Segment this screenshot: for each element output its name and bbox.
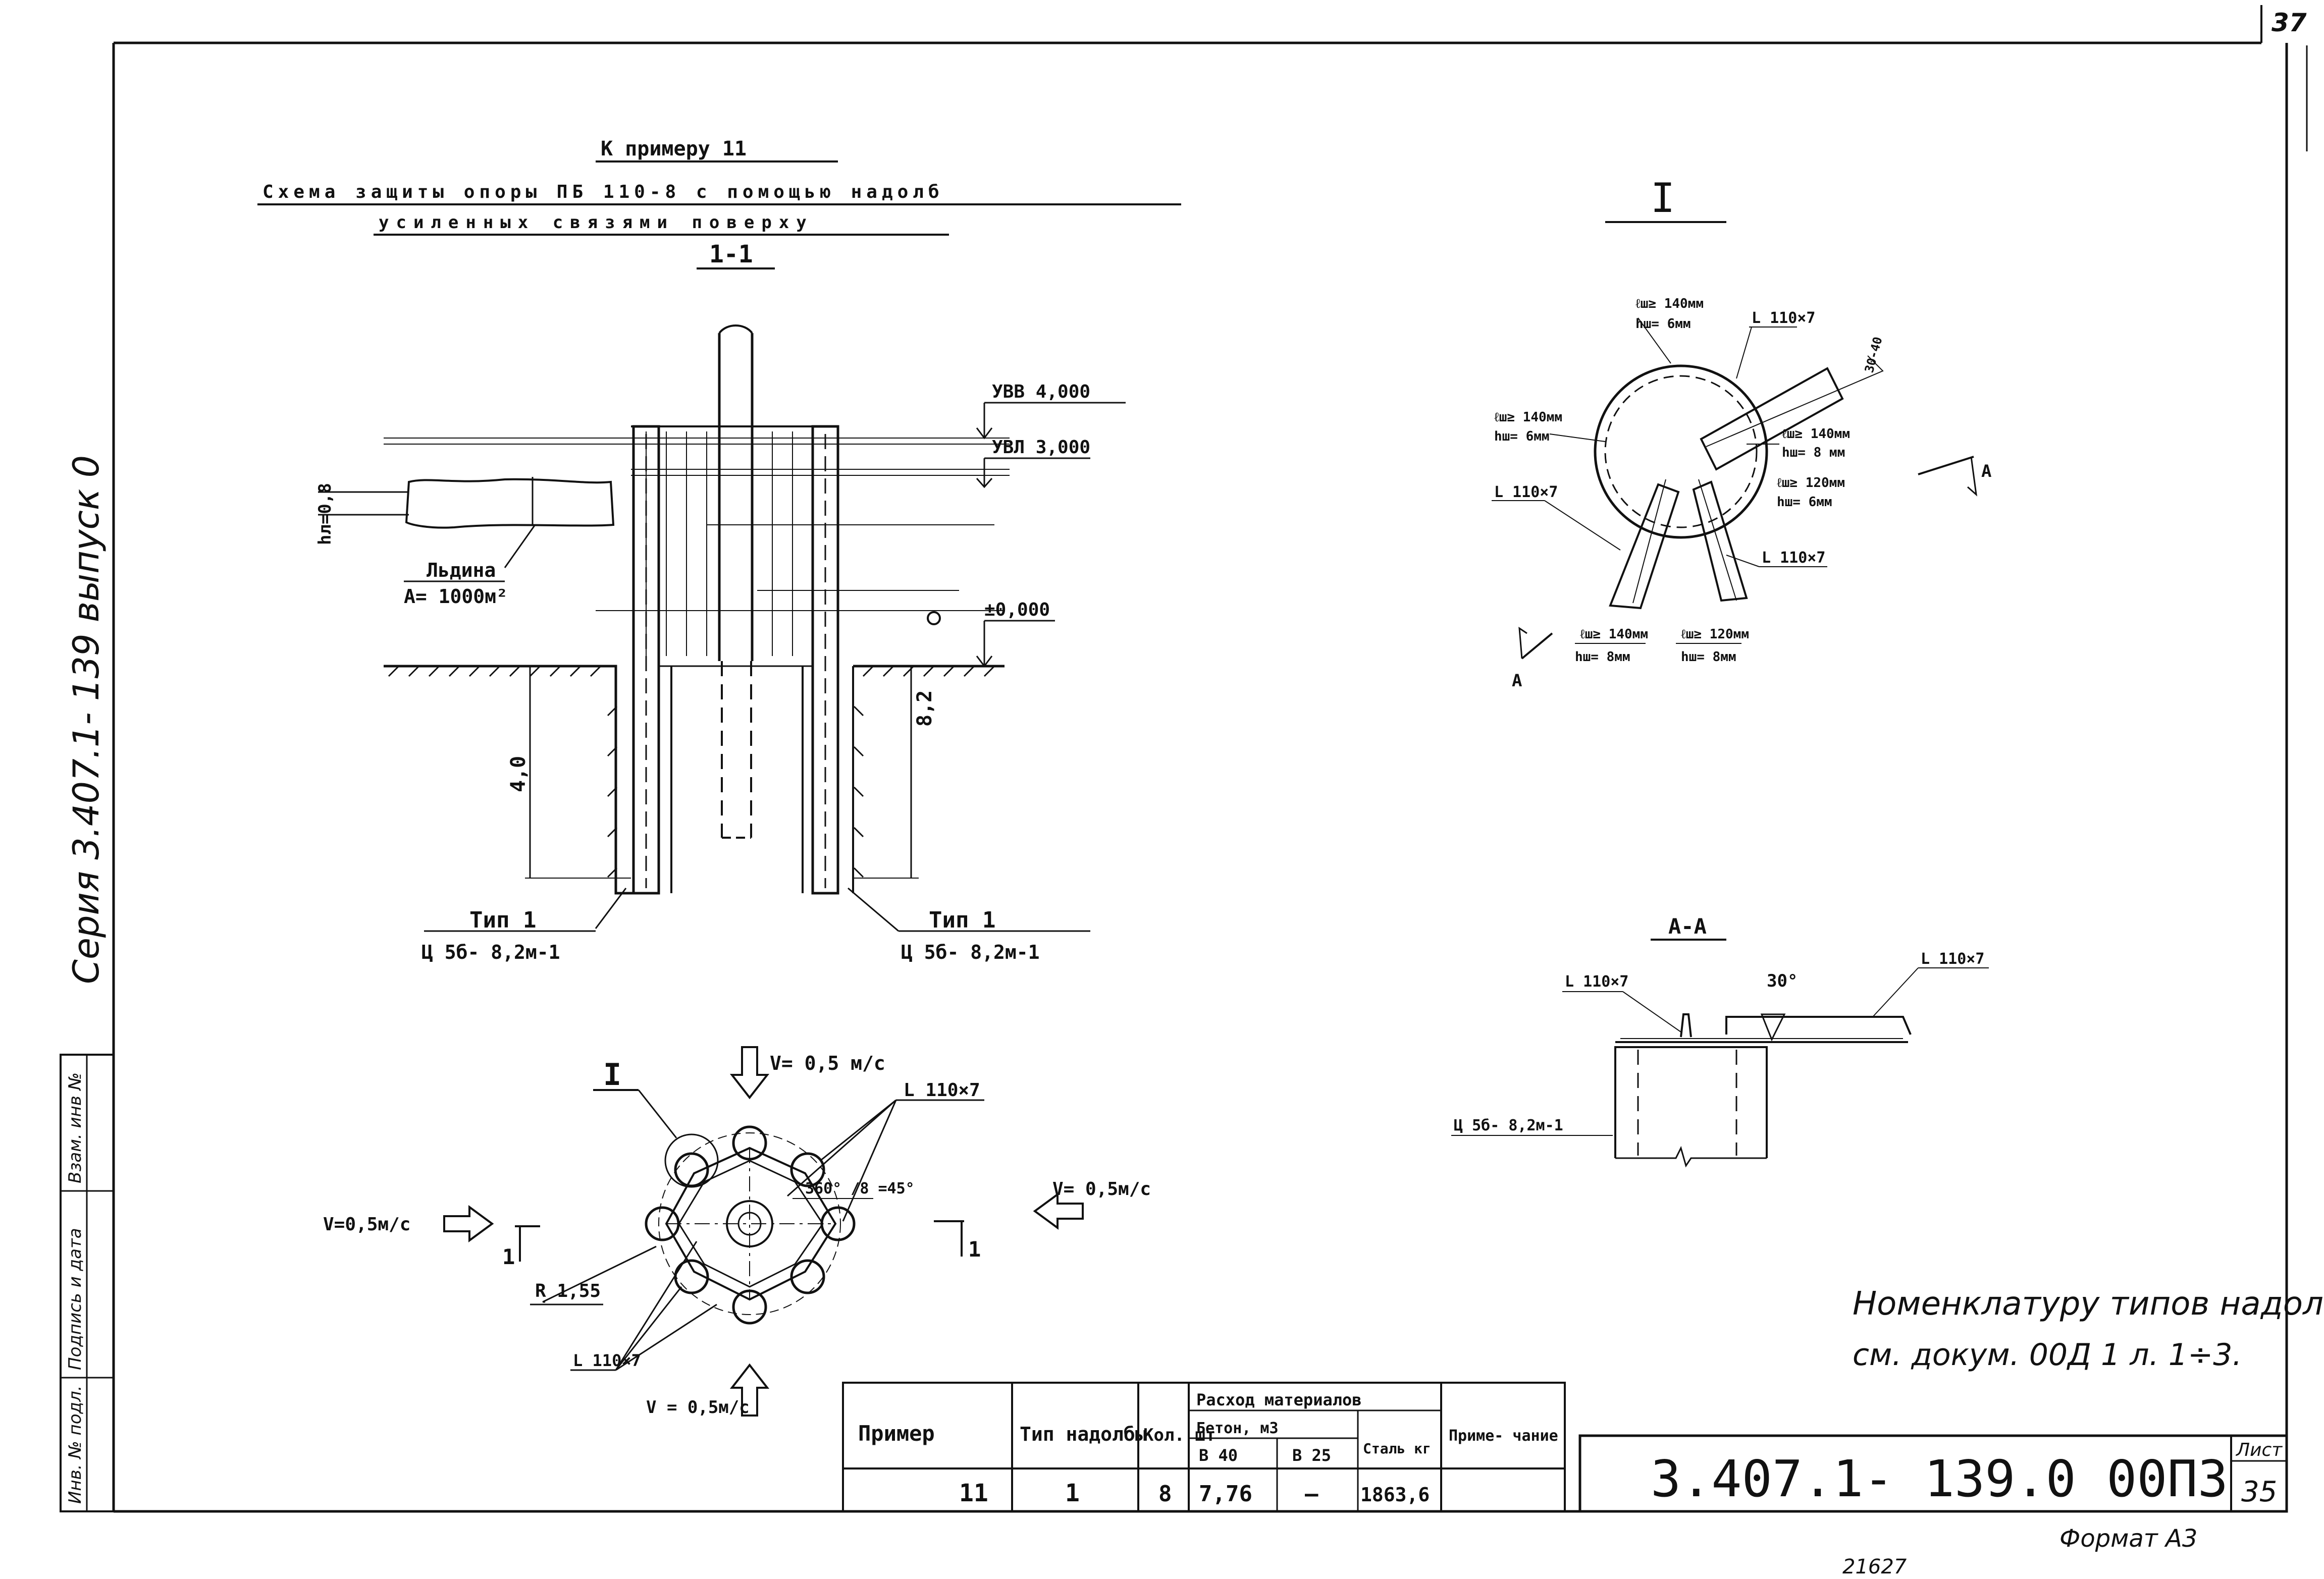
format-label: Формат А3 [2059, 1524, 2197, 1553]
arrow-A1: A [1981, 461, 1991, 481]
title-line2: Схема защиты опоры ПБ 110-8 с помощью на… [262, 182, 944, 202]
angle3-label: L 110×7 [1762, 549, 1825, 567]
weld2-length: ℓш≥ 140мм [1494, 410, 1562, 425]
stamp-sheet-label: Лист [2235, 1440, 2283, 1460]
sectionAA-angle-right: L 110×7 [1921, 950, 1984, 968]
stamp-cell-replace: Взам. инв № [65, 1072, 85, 1183]
angle-bottom: L 110×7 [573, 1351, 641, 1370]
section-1-1: 1-1 hл=0,8 Льдина A= 1000м² [315, 240, 1126, 963]
th-type: Тип надолбы [1020, 1423, 1147, 1445]
stamp-sheet-no: 35 [2241, 1476, 2277, 1508]
type-left-label: Тип 1 [469, 907, 536, 933]
weld6-length: ℓш≥ 120мм [1681, 627, 1749, 642]
th-note: Приме- чание [1449, 1427, 1558, 1445]
th-b25: В 25 [1292, 1446, 1331, 1465]
ice-area: A= 1000м² [404, 585, 508, 608]
th-qty: Кол. шт [1143, 1425, 1216, 1445]
th-concrete: Бетон, м3 [1196, 1420, 1279, 1437]
materials-table: Пример Тип надолбы Кол. шт Расход матери… [842, 1382, 1566, 1512]
weld5-height: hш= 8мм [1575, 649, 1630, 665]
level-zero: ±0,000 [984, 600, 1050, 620]
stamp-code: 3.407.1- 139.0 00П3 [1651, 1449, 2228, 1508]
plan-mark-I: I [603, 1057, 621, 1093]
cell-b25: — [1305, 1481, 1318, 1507]
th-example: Пример [858, 1421, 935, 1446]
weld5-length: ℓш≥ 140мм [1580, 627, 1648, 642]
sectionAA-label: А-А [1668, 914, 1707, 939]
arrow-A2: A [1512, 671, 1522, 691]
series-text: Серия 3.407.1- 139 выпуск 0 [66, 455, 107, 984]
level-uvv: УВВ 4,000 [992, 382, 1090, 402]
sectionAA-degree: 30° [1767, 971, 1798, 991]
title-line3: усиленных связями поверху [379, 212, 814, 233]
small-dim: 30-40 [1862, 336, 1885, 374]
type-left-code: Ц 5б- 8,2м-1 [421, 941, 560, 963]
cut-left: 1 [502, 1244, 515, 1269]
main-stamp: 3.407.1- 139.0 00П3 Лист 35 [1578, 1434, 2288, 1513]
flow-bottom: V = 0,5м/с [646, 1397, 750, 1418]
note-line2: см. докум. 00Д 1 л. 1÷3. [1853, 1337, 2242, 1373]
angle1-label: L 110×7 [1752, 309, 1815, 327]
stamp-cell-inv: Инв. № подл. [65, 1385, 85, 1504]
th-materials: Расход материалов [1196, 1390, 1362, 1409]
plan-piles [645, 1125, 856, 1325]
flow-right: V= 0,5м/с [1052, 1179, 1151, 1200]
weld2-height: hш= 6мм [1494, 429, 1550, 444]
drawing-title: К примеру 11 Схема защиты опоры ПБ 110-8… [257, 137, 1181, 236]
weld1-length: ℓш≥ 140мм [1635, 296, 1704, 311]
section11-label: 1-1 [709, 240, 753, 268]
th-steel: Сталь кг [1363, 1440, 1431, 1457]
weld3-length: ℓш≥ 140мм [1782, 426, 1850, 442]
cell-type: 1 [1065, 1479, 1080, 1507]
sectionAA-pile: Ц 5б- 8,2м-1 [1454, 1117, 1563, 1134]
cut-right: 1 [968, 1237, 981, 1262]
cell-b40: 7,76 [1199, 1481, 1252, 1507]
stamp-cell-sign: Подпись и дата [65, 1228, 85, 1370]
level-uvl: УВЛ 3,000 [992, 437, 1090, 458]
title-line1: К примеру 11 [601, 137, 747, 160]
weld4-height: hш= 6мм [1777, 495, 1832, 510]
type-right-code: Ц 5б- 8,2м-1 [901, 941, 1040, 963]
bottom-number: 21627 [1842, 1555, 1907, 1578]
angle2-label: L 110×7 [1494, 483, 1558, 501]
detail-label: I [1651, 175, 1675, 222]
depth-left: 4,0 [507, 756, 530, 792]
cell-qty: 8 [1158, 1481, 1172, 1507]
cell-steel: 1863,6 [1360, 1484, 1430, 1506]
side-stamp: Инв. № подл. Подпись и дата Взам. инв № [60, 1054, 115, 1512]
sectionAA-angle-left: L 110×7 [1565, 973, 1628, 991]
weld3-height: hш= 8 мм [1782, 445, 1845, 460]
flow-left: V=0,5м/с [323, 1214, 410, 1235]
corner-number: 37 [2272, 8, 2307, 37]
weld1-height: hш= 6мм [1635, 316, 1691, 332]
plan-view: I V= 0,5 м/с V=0,5м/с V= 0,5м/с V = 0, [323, 1046, 1151, 1418]
detail-I: I ℓш≥ 140мм hш= 6мм L 110×7 30-40 ℓш≥ 14… [1492, 175, 1991, 691]
section-A-A: А-А 30° L 110×7 L 110×7 Ц 5б- 8,2м-1 [1451, 914, 1989, 1168]
angle-top: L 110×7 [904, 1080, 980, 1101]
weld6-height: hш= 8мм [1681, 649, 1736, 665]
flow-top: V= 0,5 м/с [770, 1052, 885, 1074]
plan-radius: R 1,55 [535, 1281, 601, 1301]
note-line1: Номенклатуру типов надолб [1853, 1285, 2324, 1323]
th-b40: В 40 [1199, 1446, 1238, 1465]
depth-right: 8,2 [913, 690, 936, 727]
ice-label: Льдина [427, 559, 496, 581]
ice-thickness: hл=0,8 [315, 483, 335, 545]
cell-example: 11 [959, 1479, 988, 1507]
type-right-label: Тип 1 [929, 907, 995, 933]
weld4-length: ℓш≥ 120мм [1777, 475, 1845, 491]
